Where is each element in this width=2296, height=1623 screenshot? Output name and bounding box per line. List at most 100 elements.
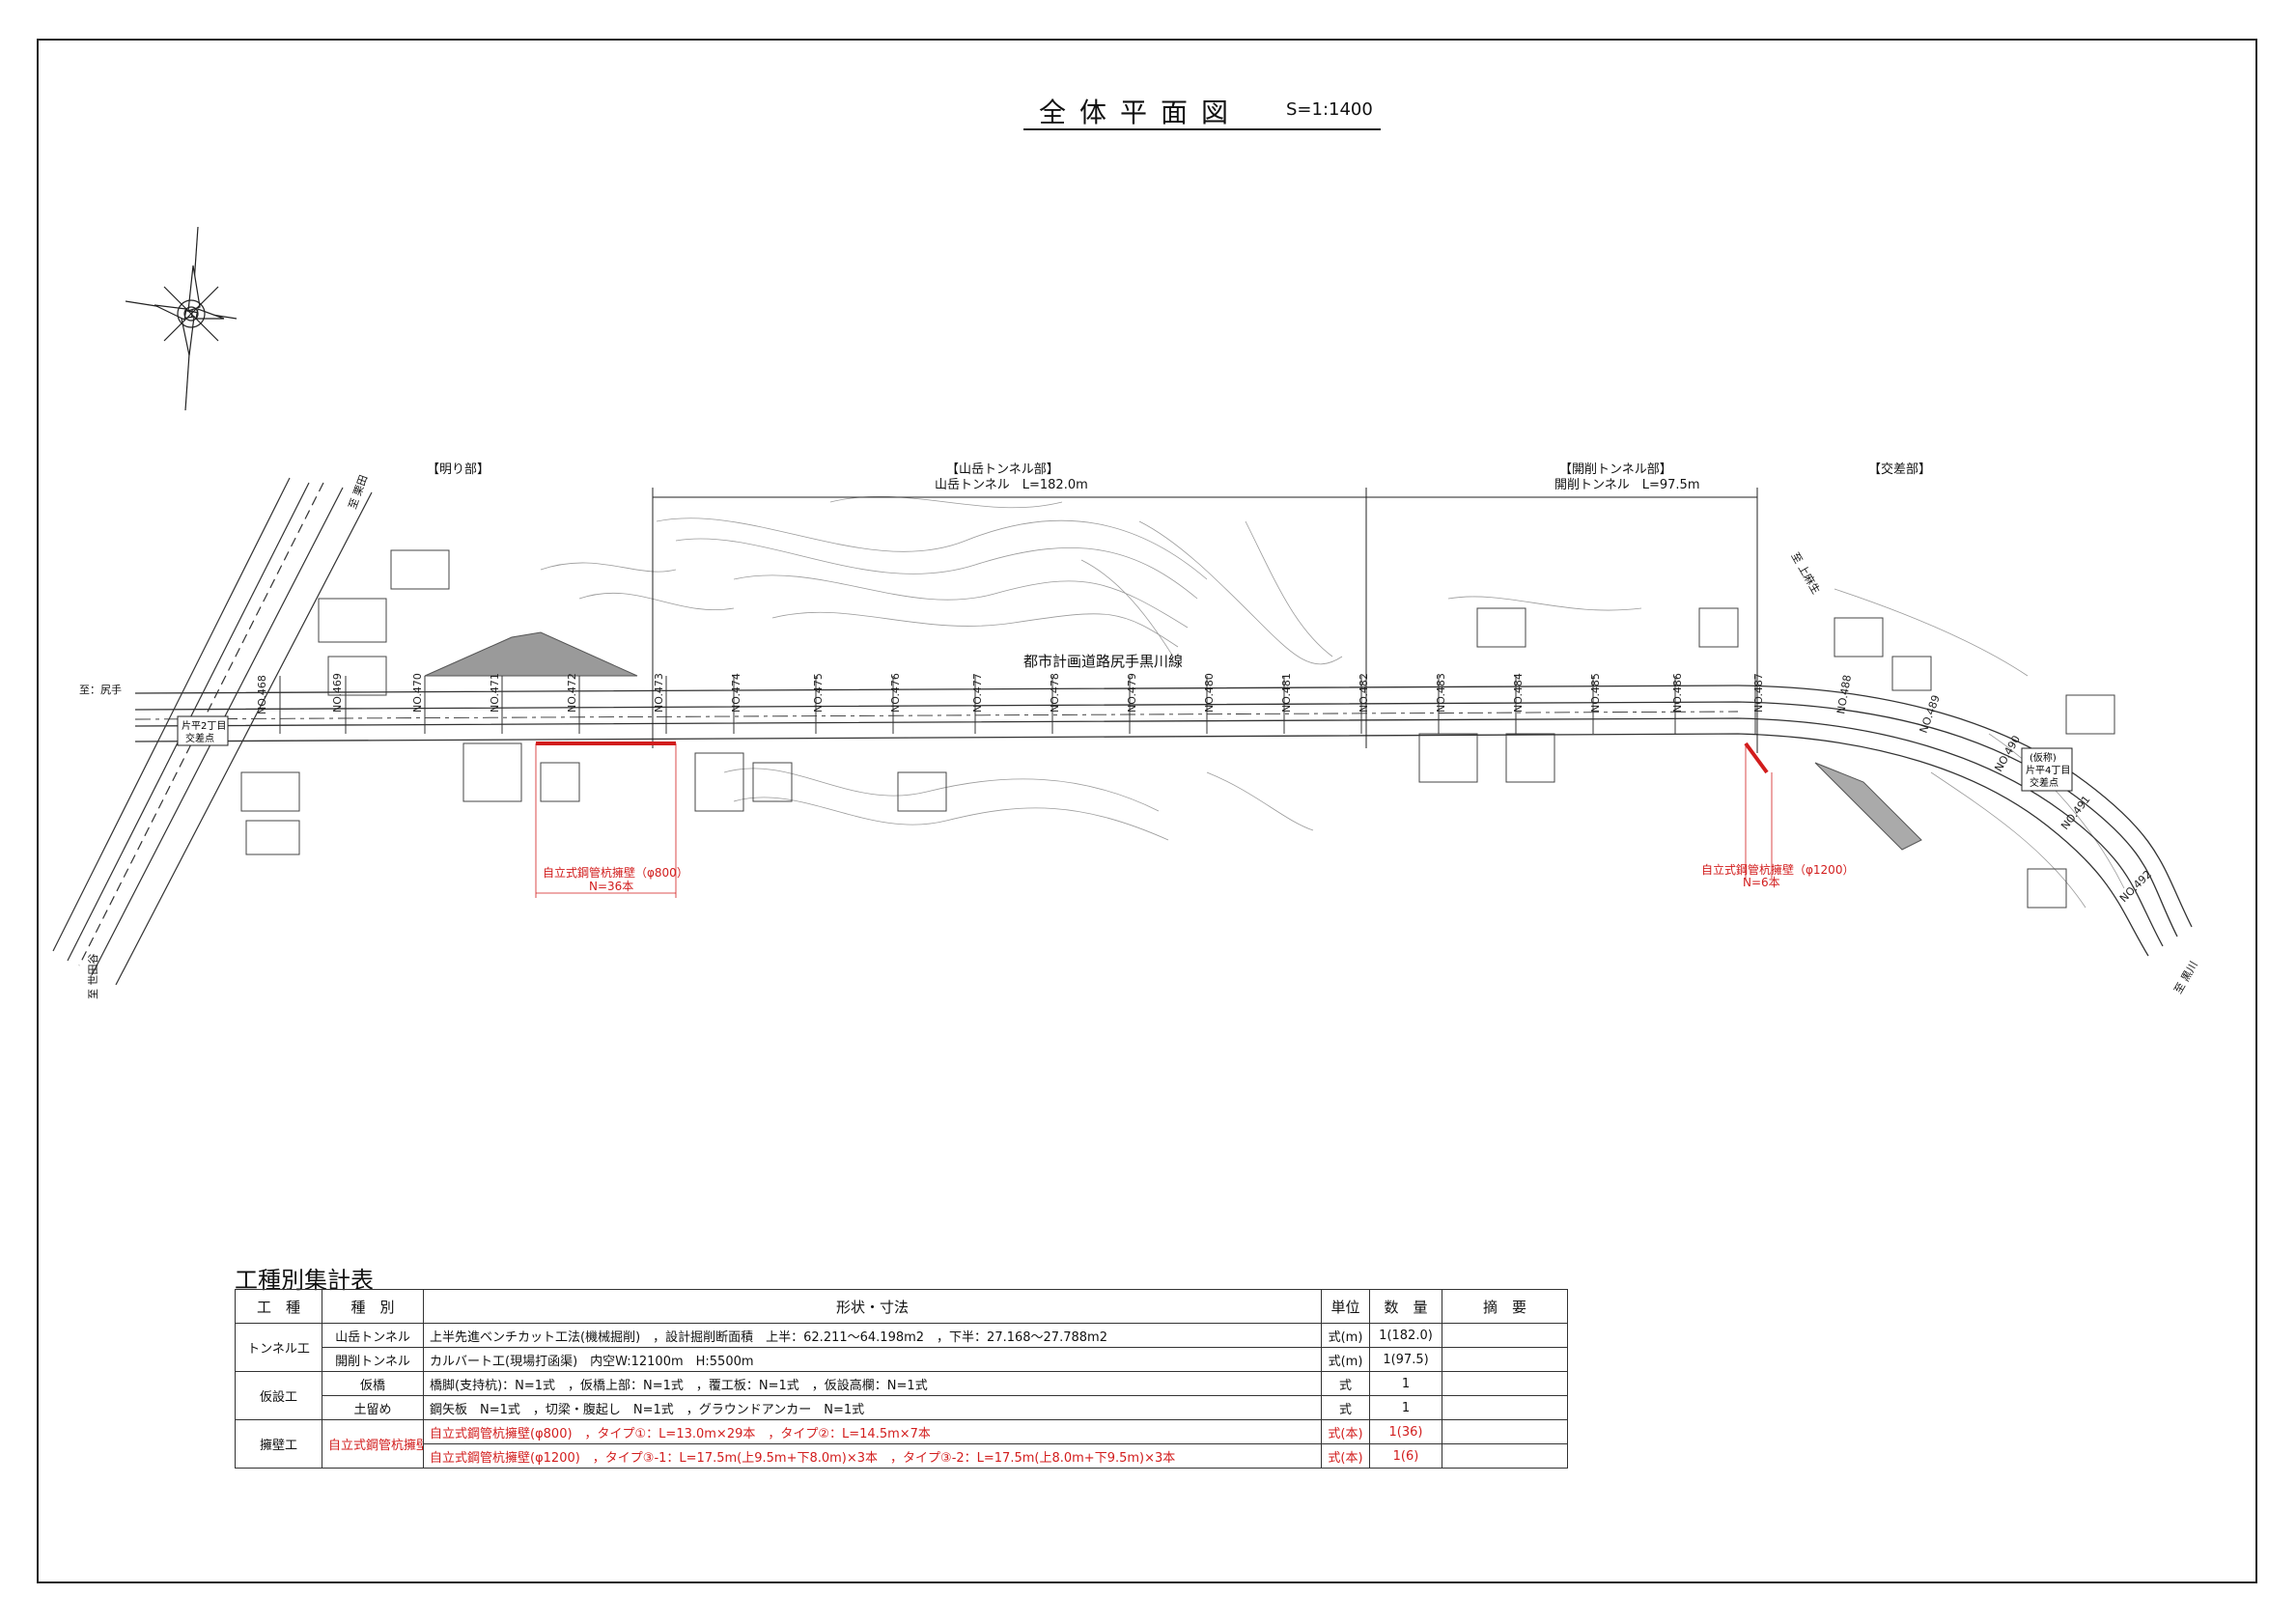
svg-text:交差点: 交差点 [185,732,214,744]
drawing-title: 全体平面図 S=1:1400 [1023,92,1381,130]
section-headings: 【明り部】 【山岳トンネル部】 山岳トンネル L=182.0m 【開削トンネル部… [427,462,1931,492]
table-row: トンネル工 山岳トンネル 上半先進ベンチカット工法(機械掘削) ，設計掘削断面積… [235,1323,1568,1372]
terrain-contours [540,495,2125,909]
section-yamatake-length: 山岳トンネル L=182.0m [935,478,1088,492]
section-boundaries [652,488,1758,753]
cell-qty: 1(6) [1369,1443,1442,1469]
table-row: 土留め 鋼矢板 N=1式 ，切梁・腹起し N=1式 ，グラウンドアンカー N=1… [236,1395,1568,1420]
cell-note [1442,1323,1568,1348]
cell-sub: 自立式鋼管杭擁壁 [322,1419,424,1469]
station-label: NO.484 [1512,673,1525,713]
station-label: NO.487 [1752,673,1765,713]
west-direction-label: 至：尻手 [79,683,122,696]
table-row: 仮設工 仮橋 橋脚(支持杭)：N=1式 ，仮橋上部：N=1式 ，覆工板：N=1式… [235,1371,1568,1420]
svg-text:N=6本: N=6本 [1743,876,1780,889]
svg-text:N=36本: N=36本 [589,880,633,893]
section-akaribu: 【明り部】 [427,462,490,477]
cell-unit: 式 [1321,1371,1370,1396]
station-label: NO.486 [1671,673,1684,713]
header-spec: 形状・寸法 [423,1289,1322,1324]
section-kaisaku: 【開削トンネル部】 [1559,462,1672,477]
station-label: NO.470 [411,673,424,713]
cell-qty: 1 [1369,1371,1442,1396]
cell-note [1442,1419,1568,1444]
section-kosaten: 【交差部】 [1868,462,1931,477]
station-label: NO.474 [730,673,742,713]
station-label: NO.479 [1126,673,1138,713]
nw-direction-label: 至 栗田 [347,473,371,511]
station-label: NO.483 [1435,673,1447,713]
station-label: NO.485 [1589,673,1602,713]
station-label: NO.477 [971,673,984,713]
table-row: 自立式鋼管杭擁壁(φ1200) ，タイプ③-1：L=17.5m(上9.5m+下8… [236,1443,1568,1469]
cell-kind: 仮設工 [235,1371,322,1420]
cell-sub: 仮橋 [322,1371,424,1396]
cell-kind: トンネル工 [235,1323,322,1372]
svg-text:(仮称): (仮称) [2030,751,2057,764]
cell-qty: 1(97.5) [1369,1347,1442,1372]
retaining-wall-west: 自立式鋼管杭擁壁（φ800） N=36本 [535,742,688,898]
plan-drawing: NO.468 NO.469 NO.470 NO.471 NO.472 NO.47… [52,226,2200,1000]
svg-text:交差点: 交差点 [2030,776,2058,789]
cell-spec: 上半先進ベンチカット工法(機械掘削) ，設計掘削断面積 上半：62.211～64… [423,1323,1322,1348]
station-label: NO.478 [1049,673,1061,713]
building-blocks [240,549,2115,909]
sw-direction-label: 至 世田谷 [87,954,99,1000]
header-note: 摘 要 [1442,1289,1568,1324]
svg-text:自立式鋼管杭擁壁（φ800）: 自立式鋼管杭擁壁（φ800） [543,865,688,880]
portal-hatch [424,631,1922,851]
station-ticks [279,676,1756,734]
cell-note [1442,1371,1568,1396]
cell-sub: 土留め [322,1395,424,1420]
cell-spec: 自立式鋼管杭擁壁(φ800) ，タイプ①：L=13.0m×29本 ，タイプ②：L… [423,1419,1322,1444]
cell-note [1442,1443,1568,1469]
drawing-frame [37,39,2257,1583]
svg-text:片平2丁目: 片平2丁目 [182,719,226,732]
svg-text:片平4丁目: 片平4丁目 [2026,764,2070,776]
station-label: NO.471 [489,673,501,713]
station-label: NO.472 [566,673,578,713]
intersection-east: (仮称) 片平4丁目 交差点 [2021,747,2073,792]
station-label: NO.473 [653,673,665,713]
station-label: NO.476 [889,673,902,713]
cell-note [1442,1395,1568,1420]
station-label: NO.468 [256,675,268,714]
station-label: NO.482 [1358,673,1370,713]
station-label: NO.475 [812,673,825,713]
header-qty: 数 量 [1369,1289,1442,1324]
station-label: NO.469 [331,673,344,713]
cell-qty: 1(182.0) [1369,1323,1442,1348]
north-direction-label: 至 上麻生 [1788,550,1823,597]
cell-spec: 橋脚(支持杭)：N=1式 ，仮橋上部：N=1式 ，覆工板：N=1式 ，仮設高欄：… [423,1371,1322,1396]
cell-sub: 開削トンネル [322,1347,424,1372]
ne-direction-label: 至 黒川 [2171,959,2200,995]
section-yamatake: 【山岳トンネル部】 [946,462,1059,477]
header-kind: 工 種 [235,1289,322,1324]
retaining-wall-east: 自立式鋼管杭擁壁（φ1200） N=6本 [1701,742,1854,889]
cell-kind: 擁壁工 [235,1419,322,1469]
cell-note [1442,1347,1568,1372]
north-arrow-icon [125,226,238,411]
table-row: 擁壁工 自立式鋼管杭擁壁 自立式鋼管杭擁壁(φ800) ，タイプ①：L=13.0… [235,1419,1568,1469]
cell-unit: 式 [1321,1395,1370,1420]
cell-unit: 式(m) [1321,1323,1370,1348]
station-label: NO.489 [1918,693,1943,735]
svg-text:自立式鋼管杭擁壁（φ1200）: 自立式鋼管杭擁壁（φ1200） [1701,862,1854,877]
cell-qty: 1(36) [1369,1419,1442,1444]
road-name-label: 都市計画道路尻手黒川線 [1023,653,1183,670]
header-unit: 単位 [1321,1289,1370,1324]
station-label: NO.480 [1203,673,1216,713]
station-label: NO.481 [1280,673,1293,713]
table-header-row: 工 種 種 別 形状・寸法 単位 数 量 摘 要 [235,1289,1568,1324]
cell-unit: 式(本) [1321,1419,1370,1444]
cell-spec: 自立式鋼管杭擁壁(φ1200) ，タイプ③-1：L=17.5m(上9.5m+下8… [423,1443,1322,1469]
table-row: 開削トンネル カルバート工(現場打函渠) 内空W:12100m H:5500m … [236,1347,1568,1372]
cell-unit: 式(m) [1321,1347,1370,1372]
section-kaisaku-length: 開削トンネル L=97.5m [1554,478,1699,492]
cell-spec: カルバート工(現場打函渠) 内空W:12100m H:5500m [423,1347,1322,1372]
title-main: 全体平面図 [1039,97,1243,128]
cell-spec: 鋼矢板 N=1式 ，切梁・腹起し N=1式 ，グラウンドアンカー N=1式 [423,1395,1322,1420]
cell-qty: 1 [1369,1395,1442,1420]
title-scale: S=1:1400 [1286,99,1373,120]
intersection-west: 片平2丁目 交差点 [177,715,229,746]
